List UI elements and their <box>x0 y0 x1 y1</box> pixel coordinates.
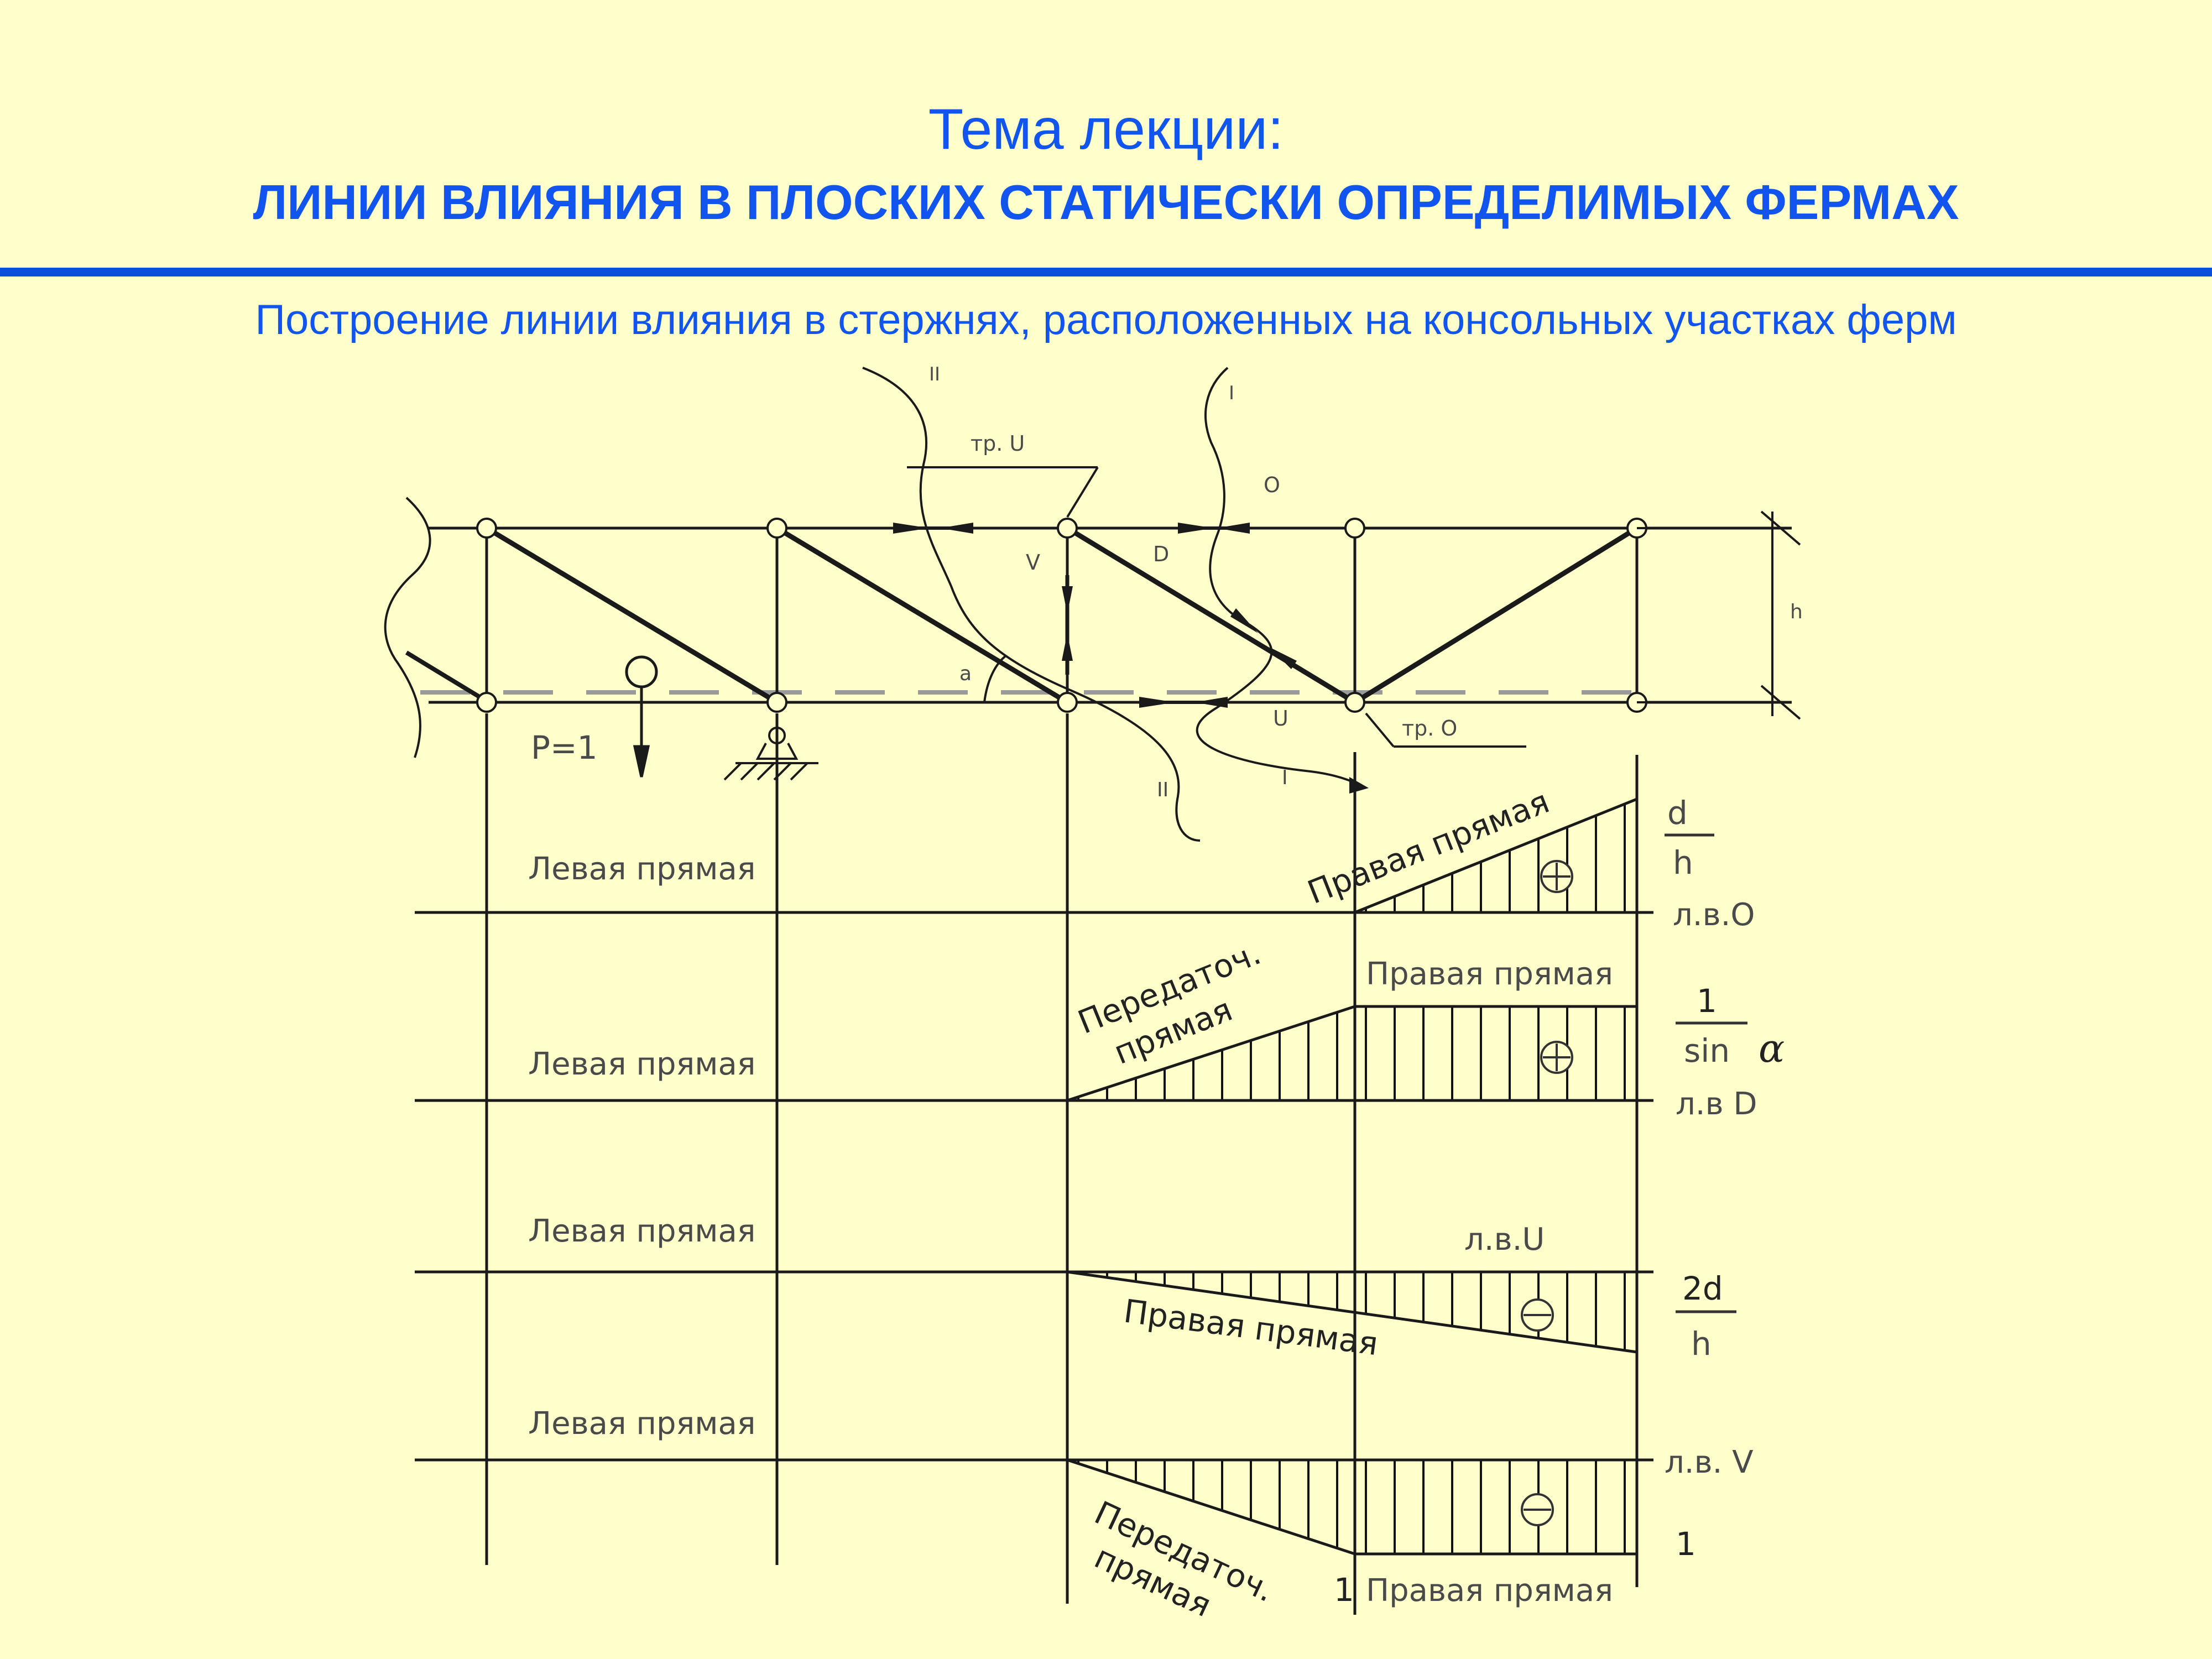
influence-line-D: Левая прямая Передаточ. прямая Правая пр… <box>415 934 1785 1122</box>
section-II-curve <box>862 367 1201 842</box>
il-U-ordinate-num: 2d <box>1682 1270 1723 1307</box>
truss <box>384 367 1801 842</box>
il-V-ordinate-bottom: 1 <box>1334 1571 1354 1609</box>
label-O: O <box>1264 473 1280 497</box>
node <box>1344 518 1365 539</box>
slide-subtitle: Построение линии влияния в стержнях, рас… <box>255 296 1957 343</box>
pin-support <box>723 713 818 781</box>
il-D-ordinate-num: 1 <box>1697 982 1717 1020</box>
il-U-left-label: Левая прямая <box>528 1213 755 1249</box>
influence-line-U: Левая прямая л.в.U Правая прямая 2d h <box>415 1213 1736 1363</box>
il-O-left-label: Левая прямая <box>528 851 755 887</box>
label-U: U <box>1273 706 1288 731</box>
label-trO: тр. O <box>1402 716 1457 740</box>
break-line-left <box>384 497 431 758</box>
node <box>766 692 787 713</box>
lecture-topic-label: Тема лекции: <box>928 97 1284 161</box>
il-O-name: л.в.O <box>1673 897 1755 933</box>
label-h: h <box>1790 601 1803 623</box>
unit-load <box>625 655 658 778</box>
il-U-ordinate-den: h <box>1691 1325 1712 1363</box>
il-V-right-label: Правая прямая <box>1366 1573 1613 1609</box>
il-D-right-label: Правая прямая <box>1366 956 1613 992</box>
diagonal-4 <box>1353 526 1639 705</box>
section-I-label-bottom: I <box>1282 766 1288 789</box>
il-O-ordinate-num: d <box>1667 794 1688 832</box>
node <box>1344 692 1365 713</box>
height-dimension <box>1637 510 1801 720</box>
diagonal-D <box>1066 526 1357 705</box>
section-II-label-top: II <box>929 363 940 385</box>
diagonal-1 <box>485 526 779 705</box>
node <box>476 692 497 713</box>
il-V-name: л.в. V <box>1665 1444 1754 1480</box>
header-divider <box>0 268 2212 276</box>
lecture-topic-title: ЛИНИИ ВЛИЯНИЯ В ПЛОСКИХ СТАТИЧЕСКИ ОПРЕД… <box>253 175 1959 229</box>
il-D-name: л.в D <box>1676 1086 1757 1122</box>
influence-line-O: Левая прямая Правая прямая d h л.в.O <box>415 782 1755 933</box>
node <box>1057 692 1078 713</box>
label-trU: тр. U <box>971 431 1025 456</box>
node <box>766 518 787 539</box>
il-V-ordinate: 1 <box>1676 1525 1696 1563</box>
section-I-curve <box>1196 367 1361 786</box>
node <box>476 518 497 539</box>
il-D-ordinate-den: sin <box>1684 1032 1730 1070</box>
label-V: V <box>1026 550 1040 575</box>
label-a: a <box>959 662 972 685</box>
il-V-left-label: Левая прямая <box>528 1406 755 1442</box>
il-D-alpha: α <box>1759 1026 1785 1071</box>
section-II-label-bottom: II <box>1157 779 1168 801</box>
il-U-name: л.в.U <box>1464 1222 1545 1258</box>
node <box>1057 518 1078 539</box>
il-O-ordinate-den: h <box>1673 844 1693 881</box>
influence-line-V: Левая прямая л.в. V 1 Передаточ. прямая … <box>415 1406 1754 1624</box>
diagonal-2 <box>775 526 1069 705</box>
load-label: P=1 <box>531 729 597 766</box>
section-I-label-top: I <box>1229 382 1234 404</box>
il-D-left-label: Левая прямая <box>528 1046 755 1082</box>
label-D: D <box>1153 542 1169 566</box>
